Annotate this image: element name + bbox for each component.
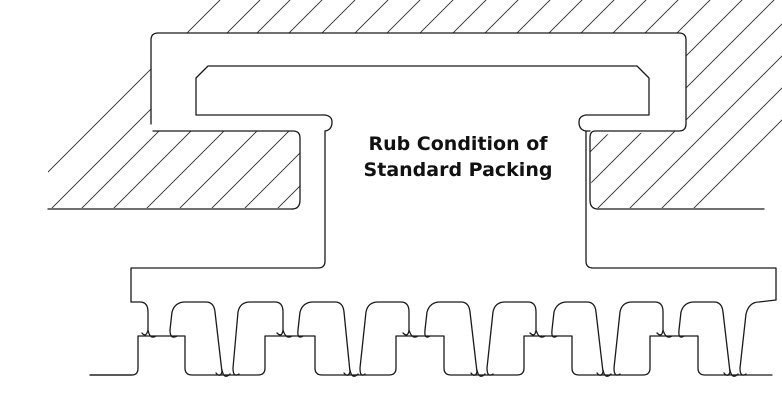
packing-stem-left (130, 130, 326, 303)
housing-left-boundary-mask (0, 0, 185, 160)
diagram-caption: Rub Condition of Standard Packing (338, 131, 578, 183)
housing-left-pocket (152, 130, 301, 210)
packing-stem-right (585, 130, 777, 301)
shaft-profile (89, 335, 773, 376)
packing-right-lip (578, 114, 591, 132)
caption-line-1: Rub Condition of (368, 133, 548, 155)
labyrinth-teeth (130, 299, 777, 377)
caption-line-2: Standard Packing (363, 159, 553, 181)
packing-head-inner-slot (195, 65, 650, 116)
packing-head-outer (150, 32, 687, 125)
packing-left-lip (324, 114, 333, 132)
housing-right-pocket (589, 123, 687, 210)
